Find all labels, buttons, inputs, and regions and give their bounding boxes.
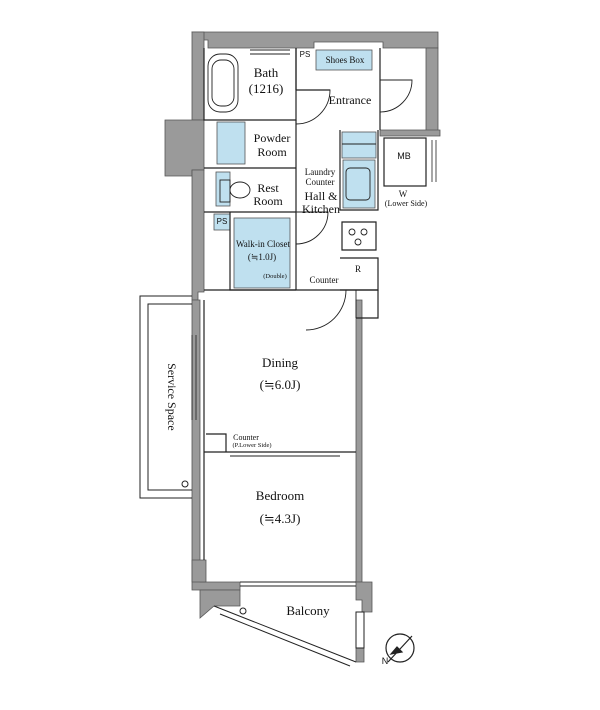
service-space-label: Service Space [164,363,179,431]
counter-lower-label: Counter [233,433,259,442]
laundry-counter-label-2: Counter [305,177,335,187]
w-sub-label: (Lower Side) [384,199,428,208]
dining-label: Dining [261,355,299,370]
bedroom-size: (≒4.3J) [259,511,301,526]
rest-room-label-2: Room [253,194,283,208]
rest-room-label: Rest [257,181,279,195]
compass-n-label: N [381,656,389,666]
powder-room-label: Powder [253,131,291,145]
balcony-label: Balcony [286,603,330,618]
counter-lower-sub: (P.Lower Side) [232,442,272,449]
ps-label-bottom: PS [216,217,228,226]
walk-in-closet-label: Walk-in Closet [235,239,291,249]
laundry-counter-label: Laundry [304,167,336,177]
powder-room-label-2: Room [257,145,287,159]
w-label: W [398,189,408,199]
walk-in-closet-note: (Double) [263,273,287,280]
hall-kitchen-label: Hall & [304,189,338,203]
bath-size: (1216) [248,81,284,96]
entrance-label: Entrance [328,93,372,107]
service-space [139,295,192,499]
shoes-box-label: Shoes Box [325,55,365,65]
dining-size: (≒6.0J) [259,377,301,392]
counter-label: Counter [309,275,339,285]
bath-label: Bath [253,65,279,80]
north-arrow-icon [385,633,415,663]
bedroom-label: Bedroom [255,488,305,503]
outer-walls [164,31,441,663]
r-label: R [354,264,361,274]
ps-label-top: PS [299,50,311,59]
mb-label: MB [397,151,411,161]
hall-kitchen-label-2: Kitchen [302,202,340,216]
windows [191,140,437,420]
fixtures [207,49,376,246]
door-swings [295,79,413,331]
partitions [203,48,427,560]
walk-in-closet-size: (≒1.0J) [247,252,277,262]
sliding-doors [230,455,350,583]
